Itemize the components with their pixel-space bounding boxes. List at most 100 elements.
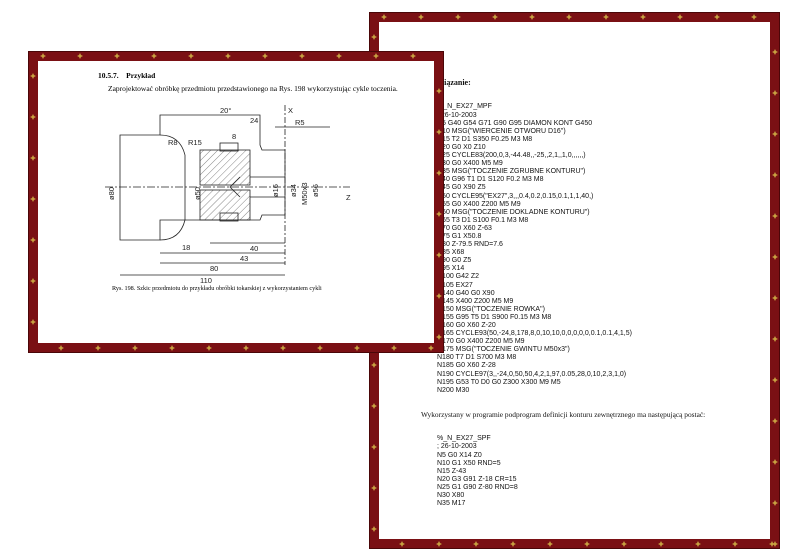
star-ornament (436, 541, 442, 547)
star-ornament (225, 53, 231, 59)
code-line: N25 G1 G90 Z-80 RND=8 (437, 483, 518, 491)
star-ornament (436, 293, 442, 299)
code-line: N45 G0 X90 Z5 (437, 184, 486, 192)
task-text: Zaprojektować obróbkę przedmiotu przedst… (108, 84, 398, 93)
star-ornament (371, 526, 377, 532)
subprogram-intro: Wykorzystany w programie podprogram defi… (421, 410, 706, 420)
star-ornament (30, 114, 36, 120)
star-ornament (151, 53, 157, 59)
code-line: N10 MSG("WIERCENIE OTWORU D16") (437, 127, 566, 135)
star-ornament (714, 14, 720, 20)
star-ornament (336, 53, 342, 59)
code-line: N185 G0 X60 Z-28 (437, 362, 496, 370)
star-ornament (30, 237, 36, 243)
dim-40: 40 (250, 244, 258, 253)
solution-heading: Rozwiązanie: (425, 78, 471, 88)
star-ornament (436, 170, 442, 176)
star-ornament (584, 541, 590, 547)
code-line: N150 MSG("TOCZENIE ROWKA") (437, 305, 545, 313)
code-line: N25 CYCLE83(200,0,3,-44.48,,-25,,2,1,,1,… (437, 152, 586, 160)
code-line: ; 26-10-2003 (437, 111, 477, 119)
section-title: Przykład (126, 71, 156, 80)
star-ornament (455, 14, 461, 20)
code-line: N5 G0 X14 Z0 (437, 451, 482, 459)
dim-r15: R15 (188, 138, 202, 147)
star-ornament (262, 53, 268, 59)
dim-8: 8 (232, 132, 236, 141)
code-line: N100 G42 Z2 (437, 273, 480, 281)
code-line: N95 X14 (437, 265, 465, 273)
code-line: N20 G3 G91 Z-18 CR=15 (437, 475, 517, 483)
star-ornament (772, 90, 778, 96)
star-ornament (640, 14, 646, 20)
star-ornament (30, 73, 36, 79)
star-ornament (399, 541, 405, 547)
dim-d16: ø16 (271, 184, 280, 197)
star-ornament (418, 14, 424, 20)
figure-caption: Rys. 198. Szkic przedmiotu do przykładu … (112, 285, 322, 292)
star-ornament (371, 485, 377, 491)
code-line: N30 G0 X400 M5 M9 (437, 160, 503, 168)
star-ornament (772, 418, 778, 424)
star-ornament (732, 541, 738, 547)
star-ornament (751, 14, 757, 20)
star-ornament (114, 53, 120, 59)
dim-r8: R8 (168, 138, 178, 147)
star-ornament (410, 53, 416, 59)
star-ornament (30, 319, 36, 325)
star-ornament (206, 345, 212, 351)
code-line: N15 Z-43 (437, 467, 467, 475)
star-ornament (658, 541, 664, 547)
front-page: 10.5.7. Przykład Zaprojektować obróbkę p… (38, 61, 434, 343)
code-line: N165 CYCLE93(50,-24,8,178,8,0,10,10,0,0,… (437, 330, 632, 338)
star-ornament (428, 345, 434, 351)
star-ornament (436, 252, 442, 258)
star-ornament (95, 345, 101, 351)
dim-thread: M50x3 (300, 182, 309, 205)
star-ornament (492, 14, 498, 20)
shoulder-radius-lower (159, 219, 186, 241)
star-ornament (772, 131, 778, 137)
code-line: %_N_EX27_MPF (437, 103, 492, 111)
axis-z-label: Z (346, 193, 351, 202)
code-line: N195 G53 T0 D0 G0 Z300 X300 M9 M5 (437, 378, 561, 386)
star-ornament (30, 155, 36, 161)
star-ornament (473, 541, 479, 547)
code-line: N85 X68 (437, 249, 465, 257)
code-line: N70 G0 X60 Z-63 (437, 224, 492, 232)
code-line: N90 G0 Z5 (437, 257, 472, 265)
star-ornament (621, 541, 627, 547)
star-ornament (169, 345, 175, 351)
code-line: N35 M17 (437, 500, 466, 508)
star-ornament (772, 377, 778, 383)
code-line: N160 G0 X60 Z-20 (437, 322, 496, 329)
axis-x-label: X (288, 106, 293, 115)
dim-24: 24 (250, 116, 258, 125)
star-ornament (371, 403, 377, 409)
star-ornament (299, 53, 305, 59)
dim-d50: ø50 (193, 187, 202, 200)
technical-drawing: 20° 24 8 R5 R8 R15 ø80 ø50 ø16 ø34 M50x3… (105, 105, 351, 285)
star-ornament (280, 345, 286, 351)
star-ornament (188, 53, 194, 59)
dim-angle: 20° (220, 106, 231, 115)
shoulder-radius (159, 134, 186, 156)
section-number: 10.5.7. (98, 71, 119, 80)
code-line: N50 CYCLE95("EX27",3,,,0.4,0.2,0.15,0.1,… (437, 192, 594, 200)
code-line: N190 CYCLE97(3,,-24,0,50,50,4,2,1,97,0.0… (437, 370, 627, 378)
code-line: N60 MSG("TOCZENIE DOKLADNE KONTURU") (437, 208, 590, 216)
star-ornament (772, 213, 778, 219)
dim-d80: ø80 (107, 187, 116, 200)
code-line: N75 G1 X50.8 (437, 232, 482, 240)
star-ornament (603, 14, 609, 20)
dim-d56: ø56 (311, 184, 320, 197)
code-line: N155 G95 T5 D1 S900 F0.15 M3 M8 (437, 313, 552, 321)
star-ornament (354, 345, 360, 351)
star-ornament (436, 211, 442, 217)
dim-110: 110 (200, 276, 212, 285)
code-line: ; 26-10-2003 (437, 443, 477, 451)
star-ornament (695, 541, 701, 547)
